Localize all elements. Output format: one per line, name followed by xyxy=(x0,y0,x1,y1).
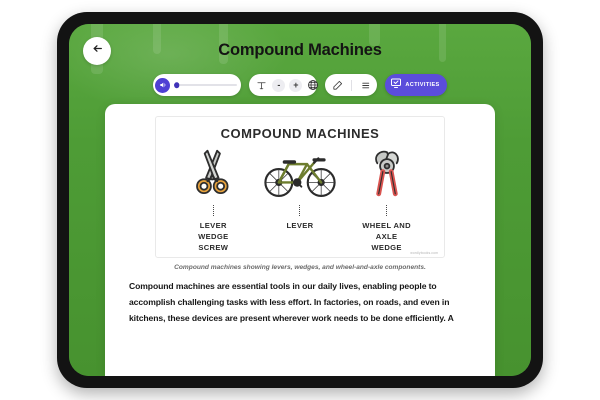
page-title: Compound Machines xyxy=(218,41,382,59)
machine-pliers xyxy=(344,148,430,203)
reader-toolbar: - + xyxy=(69,72,531,98)
machine-label: SCREW xyxy=(198,243,229,252)
speaker-volume-icon xyxy=(159,76,167,94)
audio-control-group xyxy=(153,74,242,96)
back-button[interactable] xyxy=(83,37,111,65)
background-tree-shape xyxy=(219,24,228,64)
globe-icon[interactable] xyxy=(306,78,320,92)
machine-label: WEDGE xyxy=(198,232,229,241)
background-tree-shape xyxy=(369,24,380,46)
lesson-paragraph: Compound machines are essential tools in… xyxy=(129,281,454,323)
tablet-screen: Compound Machines xyxy=(69,24,531,376)
bicycle-icon xyxy=(263,150,337,203)
toolbar-divider xyxy=(350,79,352,91)
volume-slider[interactable] xyxy=(174,82,238,88)
decrease-text-size-button[interactable]: - xyxy=(272,78,286,92)
scissors-icon xyxy=(192,148,234,203)
machine-label: LEVER xyxy=(199,221,227,230)
activities-button-label: ACTIVITIES xyxy=(405,82,440,88)
annotation-control-group xyxy=(325,74,378,96)
background-tree-shape xyxy=(153,24,161,54)
leader-line xyxy=(212,205,214,216)
tablet-frame: Compound Machines xyxy=(57,12,543,388)
figure-title: COMPOUND MACHINES xyxy=(220,126,380,141)
pliers-icon xyxy=(369,148,405,203)
machines-row xyxy=(162,149,438,203)
app-header: Compound Machines xyxy=(69,24,531,80)
arrow-left-icon xyxy=(91,42,104,60)
machine-label: AXLE xyxy=(375,232,398,241)
label-group-bicycle: LEVER xyxy=(257,205,343,253)
label-group-pliers: WHEEL AND AXLE WEDGE xyxy=(344,205,430,253)
lesson-content-card: COMPOUND MACHINES xyxy=(105,104,495,376)
leader-line xyxy=(299,205,301,216)
text-control-group: - + xyxy=(249,74,320,96)
machine-label: WEDGE xyxy=(371,243,402,252)
machine-scissors xyxy=(170,148,256,203)
figure-watermark: wordlybooks.com xyxy=(410,251,438,255)
play-audio-button[interactable] xyxy=(155,76,171,94)
activities-button[interactable]: ACTIVITIES xyxy=(385,74,447,96)
text-format-icon[interactable] xyxy=(254,78,268,92)
leader-line xyxy=(386,205,388,216)
highlighter-pen-icon[interactable] xyxy=(330,78,344,92)
volume-slider-thumb[interactable] xyxy=(174,82,180,88)
figure-illustration: COMPOUND MACHINES xyxy=(155,116,445,258)
background-tree-shape xyxy=(439,24,446,62)
increase-text-size-button[interactable]: + xyxy=(289,78,303,92)
figure-caption: Compound machines showing levers, wedges… xyxy=(174,264,426,271)
machine-label: LEVER xyxy=(286,221,314,230)
machine-bicycle xyxy=(257,150,343,203)
list-lines-icon[interactable] xyxy=(358,78,372,92)
machine-labels-row: LEVER WEDGE SCREW LEVER WHEEL AND AXLE W… xyxy=(162,205,438,253)
label-group-scissors: LEVER WEDGE SCREW xyxy=(170,205,256,253)
monitor-check-icon xyxy=(390,76,402,94)
machine-label: WHEEL AND xyxy=(362,221,411,230)
